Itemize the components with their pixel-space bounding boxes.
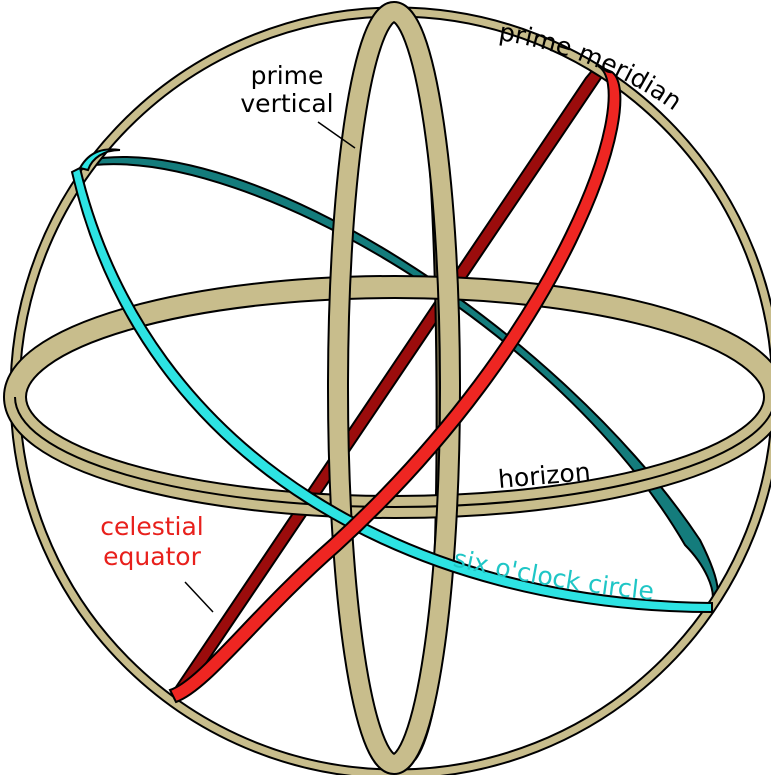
celestial-equator-label-line1: celestial <box>100 512 204 541</box>
prime-vertical-ring-face <box>338 12 450 764</box>
prime-meridian-ring-face <box>15 12 771 774</box>
prime-meridian-label: prime meridian <box>497 17 687 116</box>
celestial-equator-back <box>174 66 605 690</box>
prime-vertical-label-line2: vertical <box>240 89 333 118</box>
prime-vertical-label-line1: prime <box>251 61 324 90</box>
celestial-equator-leader <box>185 582 213 612</box>
celestial-equator-label-line2: equator <box>103 542 202 571</box>
